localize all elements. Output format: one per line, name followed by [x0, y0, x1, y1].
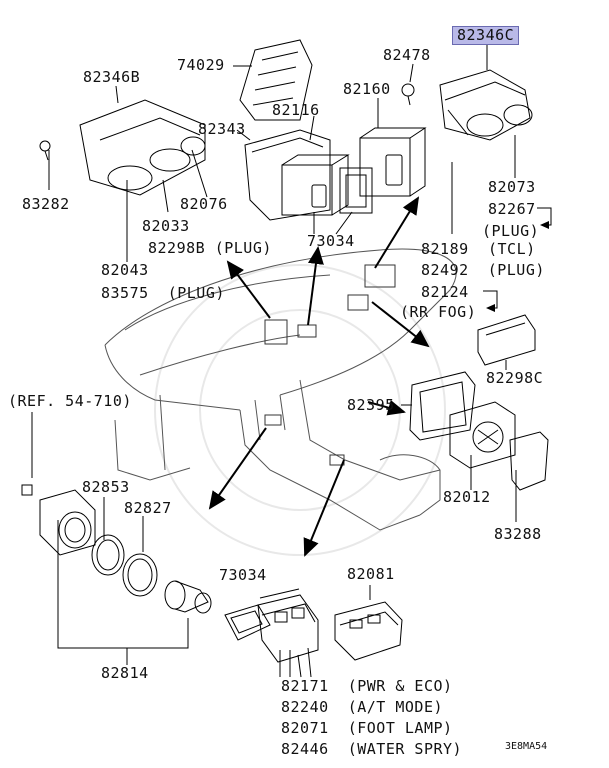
part-82492-label: 82492 (PLUG): [421, 261, 545, 279]
part-82171-label: 82171 (PWR & ECO): [281, 677, 453, 695]
socket-82814: [21, 484, 96, 556]
switch-assembly-82346c: [439, 69, 533, 141]
switch-82012: [449, 401, 516, 469]
part-82827-label: 82827: [124, 499, 172, 517]
part-82446-label: 82446 (WATER SPRY): [281, 740, 463, 758]
part-82073-label: 82073: [488, 178, 536, 196]
part-74029-label: 74029: [177, 56, 225, 74]
label-leaders: [31, 44, 552, 678]
part-82343-label: 82343: [198, 120, 246, 138]
switch-82116: [281, 154, 350, 216]
part-82033-label: 82033: [142, 217, 190, 235]
rr-fog-label: (RR FOG): [400, 303, 477, 321]
part-82160-label: 82160: [343, 80, 391, 98]
plug-label-tcl: (PLUG): [482, 222, 540, 240]
bezel-82395: [409, 371, 476, 441]
part-82814-label: 82814: [101, 664, 149, 682]
part-82346b-label: 82346B: [83, 68, 141, 86]
part-82240-label: 82240 (A/T MODE): [281, 698, 444, 716]
ring-82827: [122, 553, 158, 597]
part-82346c-label: 82346C: [452, 26, 520, 45]
dashboard-outline: [104, 248, 457, 531]
part-82267-label: 82267: [488, 200, 536, 218]
part-82853-label: 82853: [82, 478, 130, 496]
part-82298b-label: 82298B (PLUG): [148, 239, 272, 257]
screw-83282: [39, 140, 51, 161]
panel-82343: [244, 129, 331, 221]
lighter-plug: [164, 580, 212, 614]
cover-73034-top: [339, 167, 373, 214]
part-82043-label: 82043: [101, 261, 149, 279]
switch-assembly-82346b: [79, 99, 206, 196]
diagram-code: 3E8MA54: [505, 741, 548, 752]
cover-83288: [509, 431, 549, 491]
ring-82853: [91, 534, 125, 576]
part-82395-label: 82395: [347, 396, 395, 414]
leader-arrows: [208, 196, 430, 557]
part-82124-label: 82124: [421, 283, 469, 301]
screw-82478: [401, 83, 415, 106]
part-82076-label: 82076: [180, 195, 228, 213]
switch-82081: [334, 601, 403, 661]
part-82298c-label: 82298C: [486, 369, 544, 387]
part-82012-label: 82012: [443, 488, 491, 506]
part-73034-top-label: 73034: [307, 232, 355, 250]
part-83575-label: 83575 (PLUG): [101, 284, 225, 302]
part-82116-label: 82116: [272, 101, 320, 119]
tcl-label: (TCL): [488, 240, 536, 258]
bezel-74029: [239, 39, 313, 121]
switch-82160: [359, 127, 427, 197]
cover-82298c: [477, 314, 536, 366]
part-73034-bottom-label: 73034: [219, 566, 267, 584]
part-83288-label: 83288: [494, 525, 542, 543]
switch-82171: [257, 594, 319, 663]
cover-73034-bottom: [224, 604, 271, 641]
part-82478-label: 82478: [383, 46, 431, 64]
part-82071-label: 82071 (FOOT LAMP): [281, 719, 453, 737]
part-82189-label: 82189: [421, 240, 469, 258]
ref-label: (REF. 54-710): [8, 392, 132, 410]
part-83282-label: 83282: [22, 195, 70, 213]
part-82081-label: 82081: [347, 565, 395, 583]
